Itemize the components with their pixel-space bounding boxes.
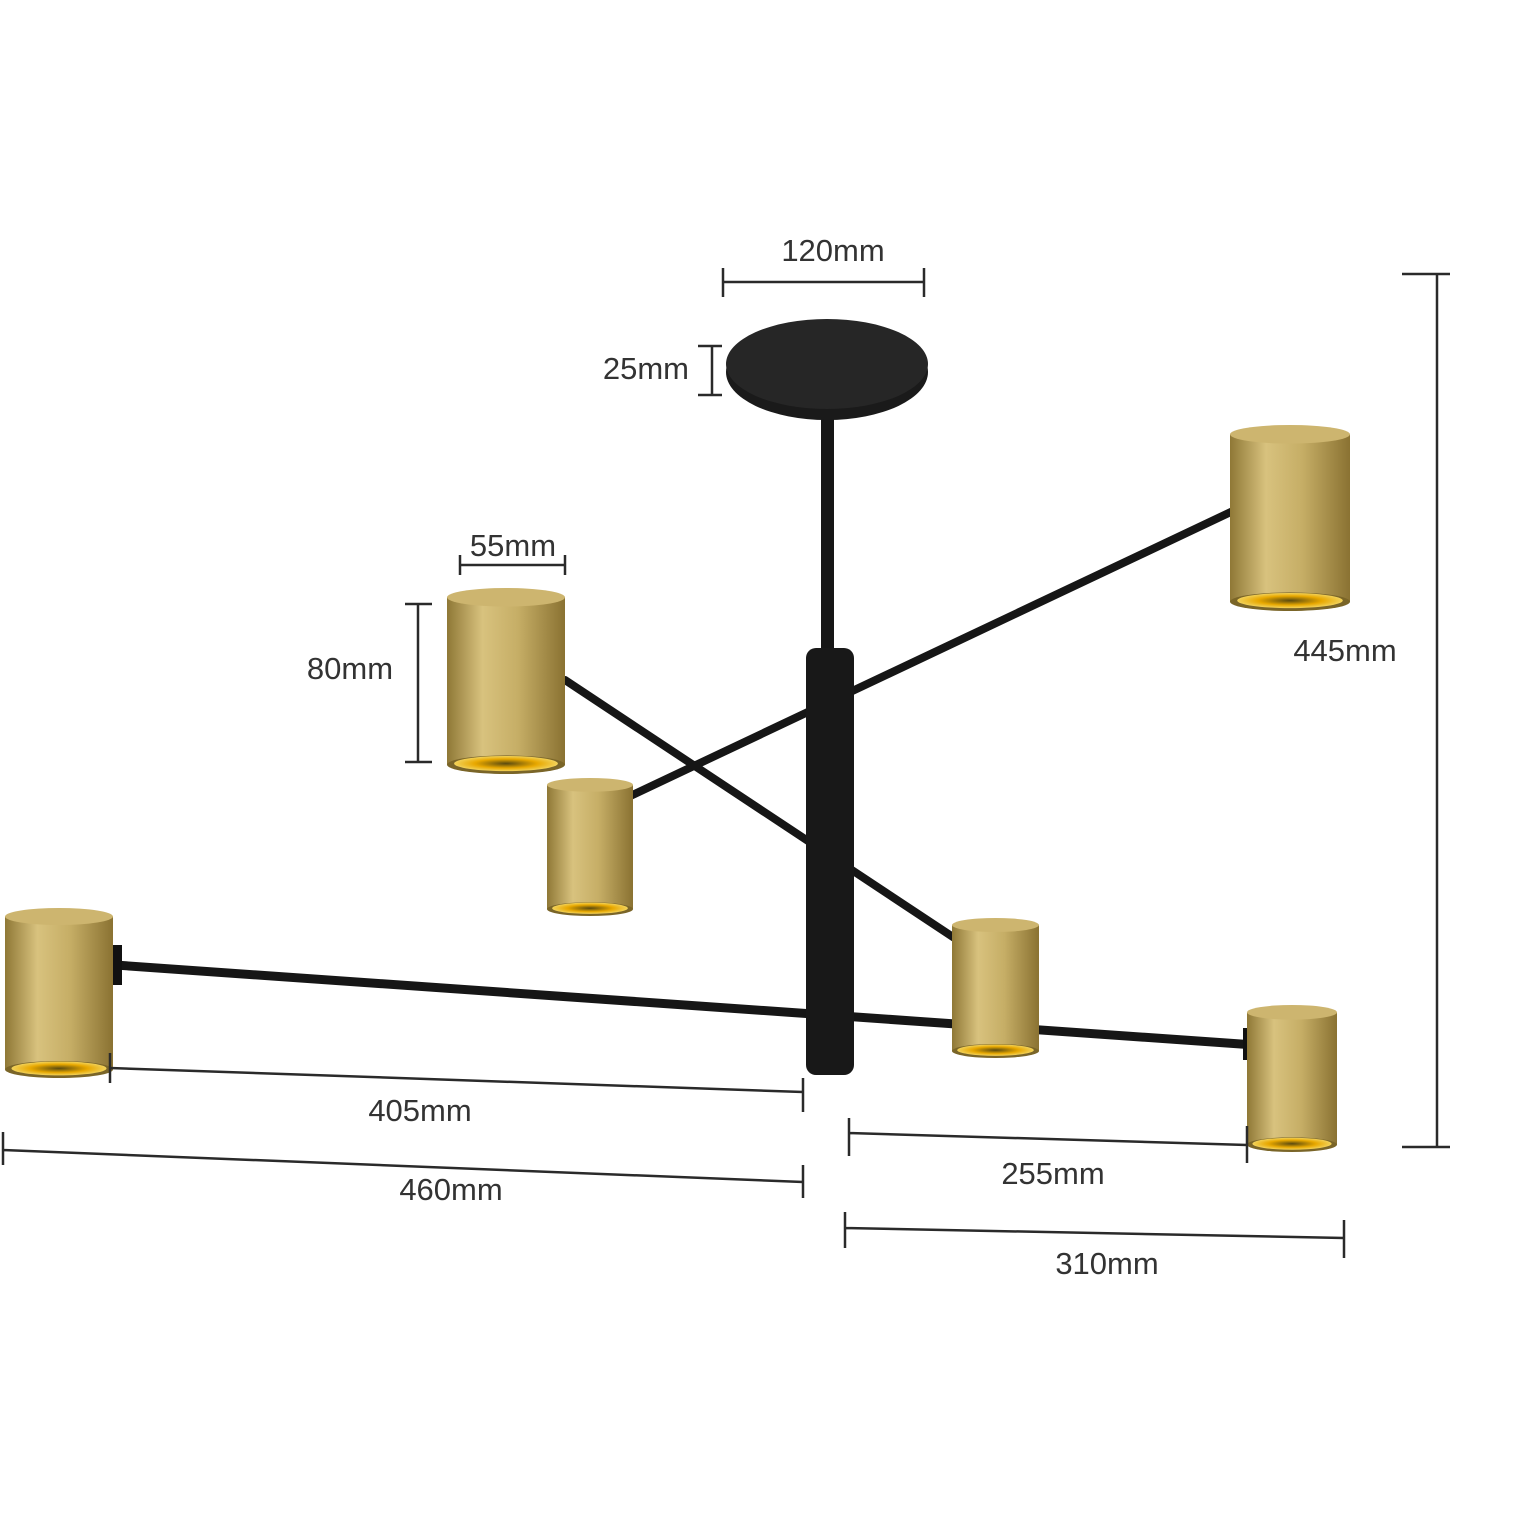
lamp-shade-lower-right — [1247, 1005, 1337, 1152]
lamp-shades — [5, 425, 1350, 1152]
dimension-lines — [1, 268, 1450, 1258]
central-body — [806, 648, 854, 1075]
dim-shade-diameter — [458, 555, 567, 575]
label-shade-diameter: 55mm — [470, 528, 556, 563]
lamp-shade-small-left — [547, 778, 633, 916]
dim-shade-height — [405, 602, 432, 764]
dim-canopy-height — [698, 344, 722, 397]
dim-total-height — [1402, 272, 1450, 1149]
label-canopy-height: 25mm — [603, 351, 689, 386]
lamp-shade-far-left — [5, 908, 113, 1078]
dim-left-arm — [108, 1053, 805, 1112]
label-shade-height: 80mm — [307, 651, 393, 686]
label-left-arm: 405mm — [368, 1093, 471, 1128]
cross-arm — [561, 676, 969, 949]
label-left-total: 460mm — [399, 1172, 502, 1207]
dim-right-total — [843, 1212, 1346, 1258]
dim-left-total — [1, 1132, 805, 1198]
down-rod — [821, 380, 834, 655]
horizontal-arm — [110, 960, 1260, 1050]
frame — [108, 319, 1260, 1075]
label-canopy-diameter: 120mm — [781, 233, 884, 268]
lamp-shade-upper-left — [447, 588, 565, 774]
label-right-arm: 255mm — [1001, 1156, 1104, 1191]
dim-right-arm — [847, 1118, 1249, 1163]
lamp-shade-small-right — [952, 918, 1039, 1058]
dimension-labels: 120mm 25mm 55mm 80mm 445mm 405mm 460mm 2… — [307, 233, 1397, 1281]
upper-right-arm — [601, 506, 1239, 812]
lamp-shade-upper-right — [1230, 425, 1350, 611]
label-right-total: 310mm — [1055, 1246, 1158, 1281]
label-total-height: 445mm — [1293, 633, 1396, 668]
dim-canopy-diameter — [721, 268, 926, 297]
